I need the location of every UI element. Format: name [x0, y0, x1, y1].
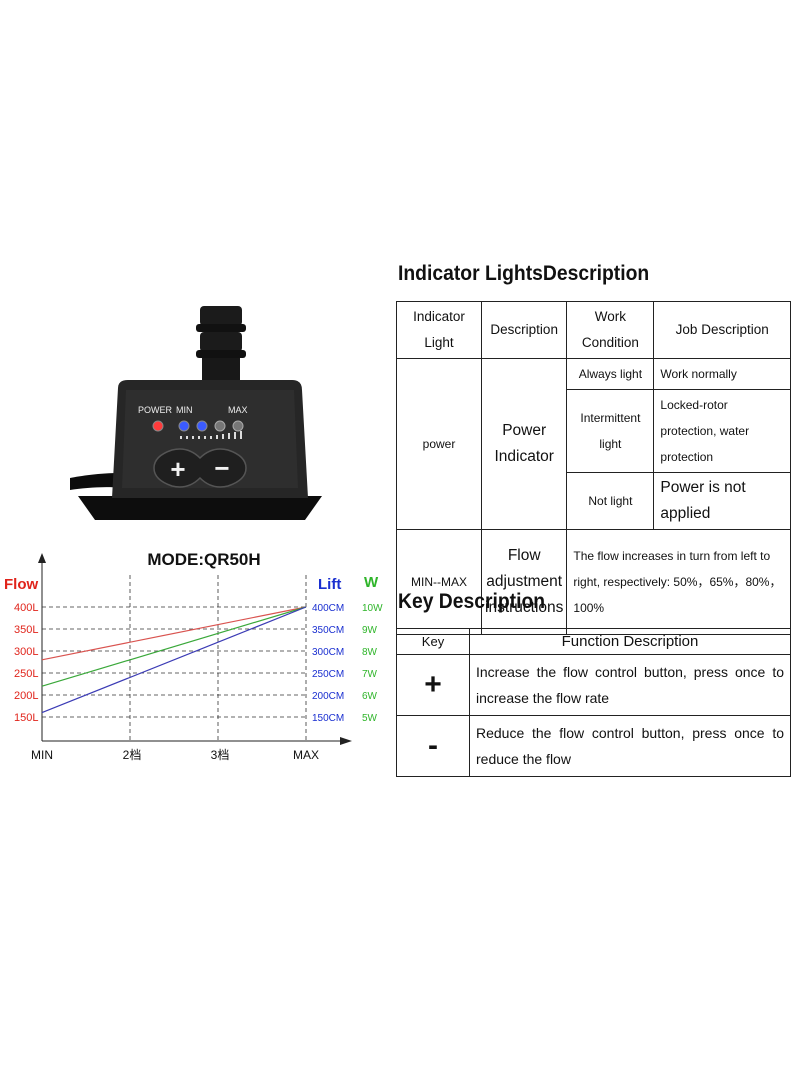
minus-key-description: Reduce the flow control button, press on… — [469, 715, 791, 777]
lift-axis-label: Lift — [318, 576, 341, 593]
minus-button[interactable]: − — [214, 453, 229, 483]
lift-tick-label: 350CM — [312, 625, 344, 636]
indicator-title: Indicator LightsDescription — [398, 262, 650, 285]
job-power-not-applied: Power is not applied — [653, 472, 791, 530]
indicator-table: Indicator Light Description Work Conditi… — [396, 301, 791, 635]
plus-key-icon: + — [424, 668, 442, 701]
minmax-job-description: The flow increases in turn from left to … — [566, 529, 791, 635]
header-description: Description — [480, 301, 568, 359]
lift-tick-label: 150CM — [312, 713, 344, 724]
header-function-description: Function Description — [469, 628, 791, 655]
flow-tick-label: 200L — [14, 690, 38, 702]
flow-tick-label: 150L — [14, 712, 38, 724]
x-tick-label: MAX — [293, 748, 319, 762]
series-line-w — [41, 606, 307, 714]
plus-key-description: Increase the flow control button, press … — [469, 654, 791, 716]
power-led — [152, 420, 164, 432]
pump-label-min: MIN — [176, 405, 193, 415]
power-tick-label: 7W — [362, 669, 378, 680]
pump-label-max: MAX — [228, 405, 248, 415]
flow-tick-label: 350L — [14, 624, 38, 636]
power-row-description: Power Indicator — [480, 358, 568, 530]
header-work-condition: Work Condition — [566, 301, 655, 359]
minmax-row-name: MIN--MAX — [396, 529, 482, 635]
power-row-name: power — [396, 358, 482, 530]
power-tick-label: 10W — [362, 603, 383, 614]
key-table: Key Function Description + Increase the … — [396, 628, 791, 777]
x-tick-label: MIN — [31, 748, 53, 762]
chart-title: MODE:QR50H — [147, 550, 260, 569]
button-pad — [153, 448, 247, 488]
power-axis-label: W — [364, 574, 379, 591]
plus-button[interactable]: + — [170, 454, 185, 484]
flow-tick-label: 300L — [14, 646, 38, 658]
header-key: Key — [396, 628, 470, 655]
max-led — [232, 420, 244, 432]
flow-axis-label: Flow — [4, 576, 38, 593]
power-tick-label: 5W — [362, 713, 378, 724]
x-tick-label: 2档 — [123, 748, 142, 762]
power-tick-label: 6W — [362, 691, 378, 702]
condition-intermittent-light: Intermittent light — [566, 389, 655, 473]
power-tick-label: 8W — [362, 647, 378, 658]
led-2 — [196, 420, 208, 432]
min-led — [178, 420, 190, 432]
x-tick-label: 3档 — [211, 748, 230, 762]
flow-chart: MODE:QR50H Flow Lift W 150L 200L 250L 300L 3… — [4, 550, 383, 762]
lift-tick-label: 400CM — [312, 603, 344, 614]
lift-tick-label: 200CM — [312, 691, 344, 702]
lift-tick-label: 300CM — [312, 647, 344, 658]
minmax-row-description: Flow adjustment instructions — [480, 529, 568, 635]
led-3 — [214, 420, 226, 432]
job-work-normally: Work normally — [653, 358, 791, 390]
condition-not-light: Not light — [566, 472, 655, 530]
pump-label-power: POWER — [138, 405, 173, 415]
series-line-flow — [41, 606, 307, 661]
header-indicator-light: Indicator Light — [396, 301, 482, 359]
flow-tick-label: 250L — [14, 668, 38, 680]
flow-tick-label: 400L — [14, 602, 38, 614]
key-title: Key Description — [398, 590, 546, 613]
lift-tick-label: 250CM — [312, 669, 344, 680]
series-line-lift — [41, 606, 307, 687]
power-tick-label: 9W — [362, 625, 378, 636]
pump-image: POWER MIN MAX + − — [70, 306, 322, 520]
header-job-description: Job Description — [653, 301, 791, 359]
job-locked-rotor: Locked-rotor protection, water protectio… — [653, 389, 791, 473]
minus-key-icon: - — [428, 729, 438, 762]
condition-always-light: Always light — [566, 358, 655, 390]
